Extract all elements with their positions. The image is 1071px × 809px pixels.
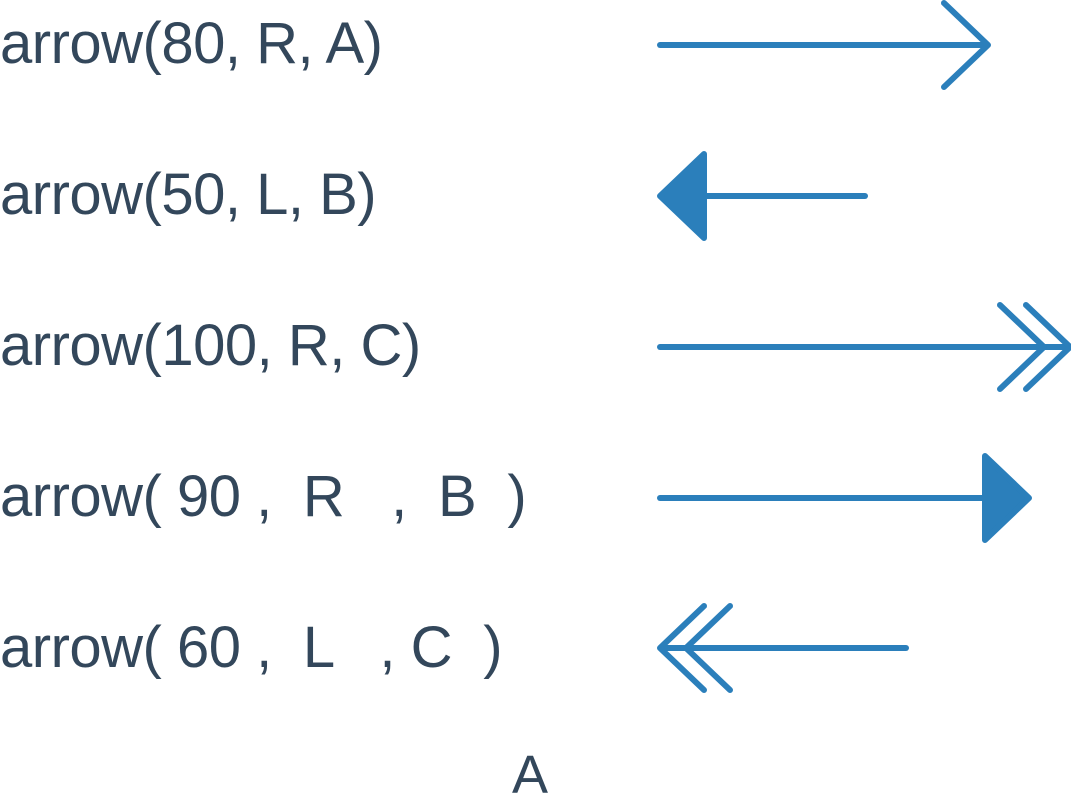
arrow-head-double-outer-5 [657, 603, 707, 693]
figure-caption: A [512, 745, 549, 805]
arrow-label-5: arrow( 60 , L , C ) [0, 615, 503, 680]
arrow-head-filled-2 [657, 151, 707, 241]
arrow-label-1: arrow(80, R, A) [0, 11, 383, 76]
arrow-head-double-inner-5 [683, 603, 733, 693]
arrow-label-3: arrow(100, R, C) [0, 313, 421, 378]
arrow-head-double-outer-3 [1023, 302, 1071, 392]
arrow-label-4: arrow( 90 , R , B ) [0, 464, 527, 529]
arrow-label-2: arrow(50, L, B) [0, 162, 377, 227]
arrow-head-double-inner-3 [997, 302, 1047, 392]
arrow-head-open-1 [941, 0, 991, 90]
arrow-head-filled-4 [982, 453, 1032, 543]
